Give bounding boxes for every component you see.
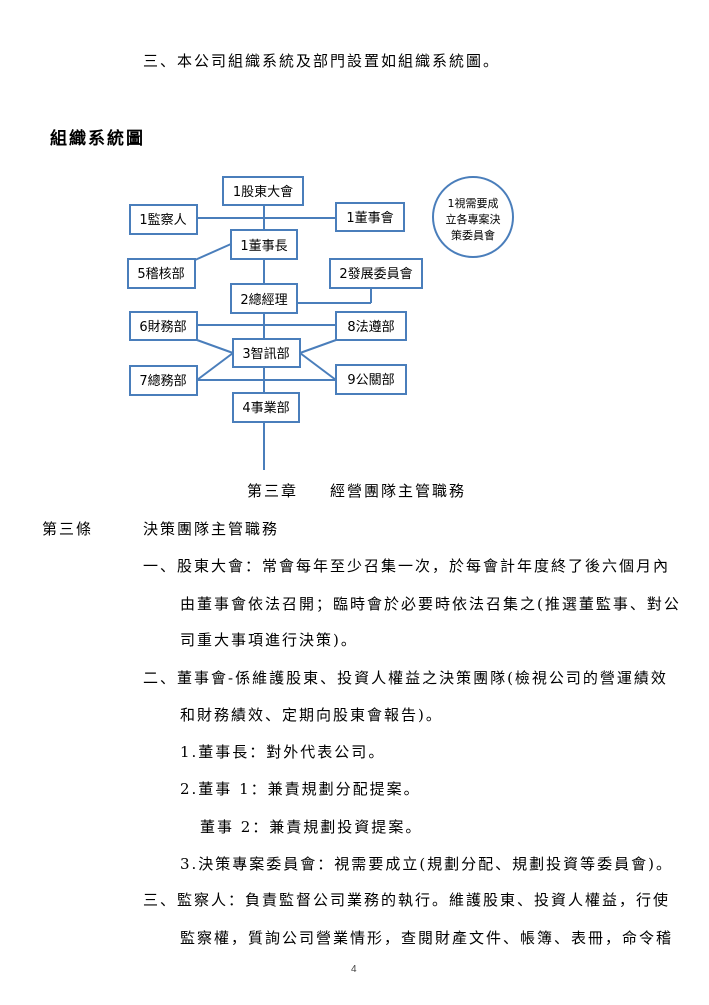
body-line: 由董事會依法召開；臨時會於必要時依法召集之(推選董監事、對公 bbox=[180, 595, 681, 613]
label-finance: 6財務部 bbox=[139, 320, 186, 335]
committee-line-2: 立各專案決 bbox=[446, 212, 501, 226]
box-development bbox=[329, 258, 423, 289]
label-gm: 2總經理 bbox=[240, 292, 287, 308]
label-development: 2發展委員會 bbox=[339, 267, 412, 282]
label-audit: 5稽核部 bbox=[137, 267, 184, 282]
page-number: 4 bbox=[351, 964, 357, 975]
body-line: 和財務績效、定期向股東會報告)。 bbox=[180, 706, 443, 724]
committee-line-1: 1視需要成 bbox=[448, 196, 499, 210]
label-supervisor: 1監察人 bbox=[139, 212, 186, 228]
label-it: 3智訊部 bbox=[242, 347, 289, 362]
body-line: 董事 2：兼責規劃投資提案。 bbox=[200, 818, 423, 836]
body-line: 1.董事長：對外代表公司。 bbox=[180, 743, 386, 761]
label-board: 1董事會 bbox=[346, 211, 393, 226]
committee-circle bbox=[432, 176, 514, 258]
intro-line: 三、本公司組織系統及部門設置如組織系統圖。 bbox=[143, 52, 501, 70]
label-chairman: 1董事長 bbox=[240, 239, 287, 254]
body-line: 監察權，質詢公司營業情形，查閱財產文件、帳簿、表冊，命令稽 bbox=[180, 929, 674, 947]
box-shareholders bbox=[222, 176, 304, 206]
chapter-title: 經營團隊主管職務 bbox=[330, 482, 467, 500]
article-title: 決策團隊主管職務 bbox=[143, 520, 280, 538]
chapter-number: 第三章 bbox=[247, 482, 299, 500]
body-line: 2.董事 1：兼責規劃分配提案。 bbox=[180, 780, 421, 798]
body-line: 二、董事會-係維護股東、投資人權益之決策團隊(檢視公司的營運績效 bbox=[143, 669, 668, 687]
article-label: 第三條 bbox=[42, 520, 94, 538]
box-audit bbox=[127, 258, 196, 289]
box-chairman bbox=[230, 229, 298, 260]
org-chart: 1股東大會 1監察人 1董事會 1董事長 5稽核部 2發展委員會 2總經理 6財… bbox=[127, 176, 514, 470]
body-line: 3.決策專案委員會：視需要成立(規劃分配、規劃投資等委員會)。 bbox=[180, 855, 674, 873]
box-legal bbox=[335, 311, 407, 341]
box-it bbox=[232, 338, 301, 368]
label-business: 4事業部 bbox=[242, 400, 289, 416]
box-supervisor bbox=[129, 204, 198, 235]
body-line: 三、監察人：負責監督公司業務的執行。維護股東、投資人權益，行使 bbox=[143, 891, 671, 909]
box-business bbox=[232, 392, 300, 423]
box-pr bbox=[335, 364, 407, 395]
label-general-affairs: 7總務部 bbox=[139, 373, 186, 389]
label-shareholders: 1股東大會 bbox=[233, 184, 293, 200]
box-gm bbox=[230, 283, 298, 314]
label-pr: 9公關部 bbox=[347, 373, 394, 388]
chart-title: 組織系統圖 bbox=[50, 129, 145, 149]
label-legal: 8法遵部 bbox=[347, 319, 394, 335]
box-finance bbox=[129, 311, 198, 341]
body-line: 一、股東大會：常會每年至少召集一次，於每會計年度終了後六個月內 bbox=[143, 557, 671, 575]
box-general-affairs bbox=[129, 365, 198, 396]
body-line: 司重大事項進行決策)。 bbox=[180, 631, 358, 649]
committee-line-3: 策委員會 bbox=[451, 228, 495, 242]
box-board bbox=[335, 202, 405, 232]
